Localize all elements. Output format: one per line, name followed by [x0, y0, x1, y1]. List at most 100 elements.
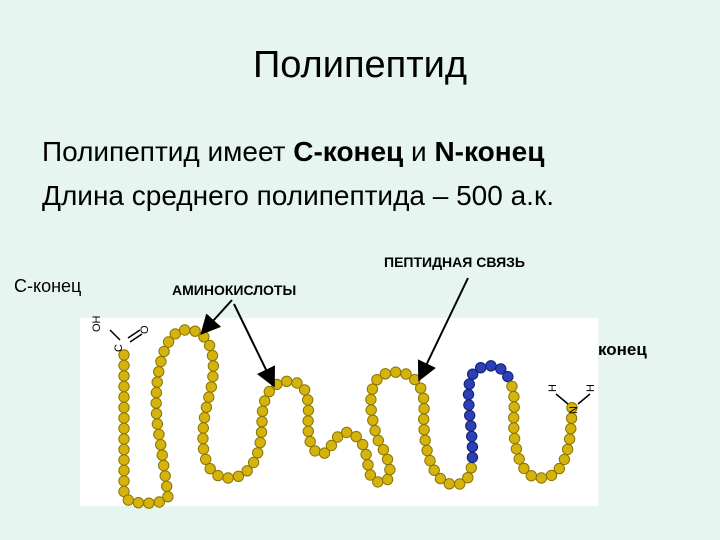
amino-acid-bead [331, 431, 344, 443]
amino-acid-bead [197, 422, 210, 434]
amino-acid-bead [204, 463, 216, 475]
amino-acid-bead [428, 464, 440, 476]
amino-acid-bead [318, 447, 331, 459]
amino-acid-bead [379, 368, 392, 380]
amino-acid-bead [369, 424, 381, 437]
amino-acid-bead [118, 475, 130, 487]
amino-acid-bead [565, 423, 577, 435]
c-bond-3 [129, 333, 143, 343]
amino-acid-bead [271, 378, 283, 391]
line1-prefix: Полипептид имеет [42, 136, 294, 167]
amino-acid-bead [508, 422, 520, 434]
amino-acid-bead [377, 444, 390, 456]
amino-acid-bead [118, 433, 130, 445]
amino-acid-bead [169, 328, 181, 340]
slide-title: Полипептид [252, 44, 468, 86]
amino-acid-bead [222, 472, 234, 484]
amino-acid-bead [513, 453, 525, 465]
arrow-to-amino-1 [200, 299, 233, 335]
amino-acid-bead [118, 443, 130, 456]
amino-acid-bead [150, 397, 162, 409]
amino-acid-bead [155, 355, 167, 368]
amino-acid-bead [417, 392, 430, 404]
amino-acid-bead [372, 434, 384, 447]
amino-acid-bead [508, 401, 520, 413]
amino-acid-bead [510, 443, 523, 455]
highlighted-amino-acid-bead [463, 378, 475, 390]
amino-acid-bead [200, 453, 212, 465]
highlighted-amino-acid-bead [465, 420, 477, 432]
h1-text: H [547, 384, 559, 392]
amino-acid-bead [309, 445, 321, 457]
amino-acid-bead [118, 412, 130, 424]
amino-acid-bead [419, 434, 431, 446]
amino-acid-bead [365, 404, 377, 416]
amino-acid-bead [362, 459, 374, 471]
amino-acid-bead [158, 345, 170, 358]
amino-acid-bead [212, 469, 224, 482]
bullet-line-1: Полипептид имеет С-конец и N-конец [42, 130, 554, 174]
amino-acid-bead [418, 413, 430, 425]
amino-acid-bead [365, 393, 377, 406]
bullet-list: Полипептид имеет С-конец и N-конец Длина… [42, 130, 554, 218]
amino-acid-bead [259, 395, 271, 407]
highlighted-amino-acid-bead [485, 360, 497, 372]
amino-acid-bead [118, 380, 130, 393]
amino-acid-bead [545, 469, 558, 482]
amino-acids-label: АМИНОКИСЛОТЫ [172, 282, 297, 298]
amino-acid-bead [384, 463, 396, 476]
c-bond-1 [109, 329, 121, 341]
amino-acid-bead [150, 386, 163, 399]
amino-acid-bead [162, 491, 174, 503]
amino-acid-bead [206, 349, 219, 362]
amino-acid-bead [118, 359, 130, 372]
amino-acid-bead [371, 374, 383, 386]
amino-acid-bead [563, 433, 576, 445]
amino-acid-bead [508, 432, 521, 445]
amino-acid-bead [150, 407, 163, 420]
amino-acid-bead [424, 454, 436, 467]
n-bond-1 [555, 393, 569, 405]
amino-acid-bead [508, 411, 520, 424]
amino-acid-bead [341, 426, 353, 439]
amino-acid-bead [203, 339, 216, 352]
amino-acid-bead [302, 394, 314, 406]
amino-acid-bead [302, 415, 314, 427]
arrow-to-amino-2 [233, 303, 275, 388]
bullet-line-2: Длина среднего полипептида – 500 а.к. [42, 180, 554, 211]
amino-acid-bead [366, 383, 379, 395]
oh-text: OH [91, 315, 103, 332]
highlighted-amino-acid-bead [467, 368, 479, 380]
amino-acid-bead [566, 402, 578, 414]
c-bond-2 [127, 329, 141, 339]
n-terminal-group: H H N [547, 384, 597, 414]
amino-acid-bead [558, 453, 571, 466]
amino-acid-bead [155, 439, 167, 451]
amino-acid-bead [132, 497, 145, 509]
highlighted-amino-acid-bead [466, 451, 479, 464]
amino-acid-bead [525, 470, 537, 482]
c-terminal-group: OH C O [91, 315, 151, 352]
amino-acid-bead [367, 414, 379, 426]
amino-acid-bead [372, 476, 384, 488]
amino-acid-bead [153, 366, 165, 378]
n-text: N [568, 406, 580, 414]
amino-acid-bead [207, 360, 220, 372]
amino-acid-bead [357, 438, 369, 451]
amino-acid-bead [304, 435, 316, 448]
highlighted-amino-acid-bead [462, 388, 475, 401]
amino-acid-bead [252, 447, 264, 459]
amino-acid-bead [151, 376, 163, 388]
amino-acid-bead [553, 462, 565, 475]
amino-acid-bead [325, 439, 338, 452]
amino-acid-bead [241, 465, 253, 477]
amino-acid-bead [161, 480, 173, 492]
amino-acid-bead [465, 462, 477, 474]
amino-acid-bead [418, 424, 430, 436]
amino-acid-bead [518, 462, 530, 475]
amino-acid-bead [443, 478, 455, 490]
amino-acid-bead [434, 472, 447, 485]
amino-acid-bead [256, 405, 269, 417]
arrow-to-peptide-bond [417, 277, 469, 382]
